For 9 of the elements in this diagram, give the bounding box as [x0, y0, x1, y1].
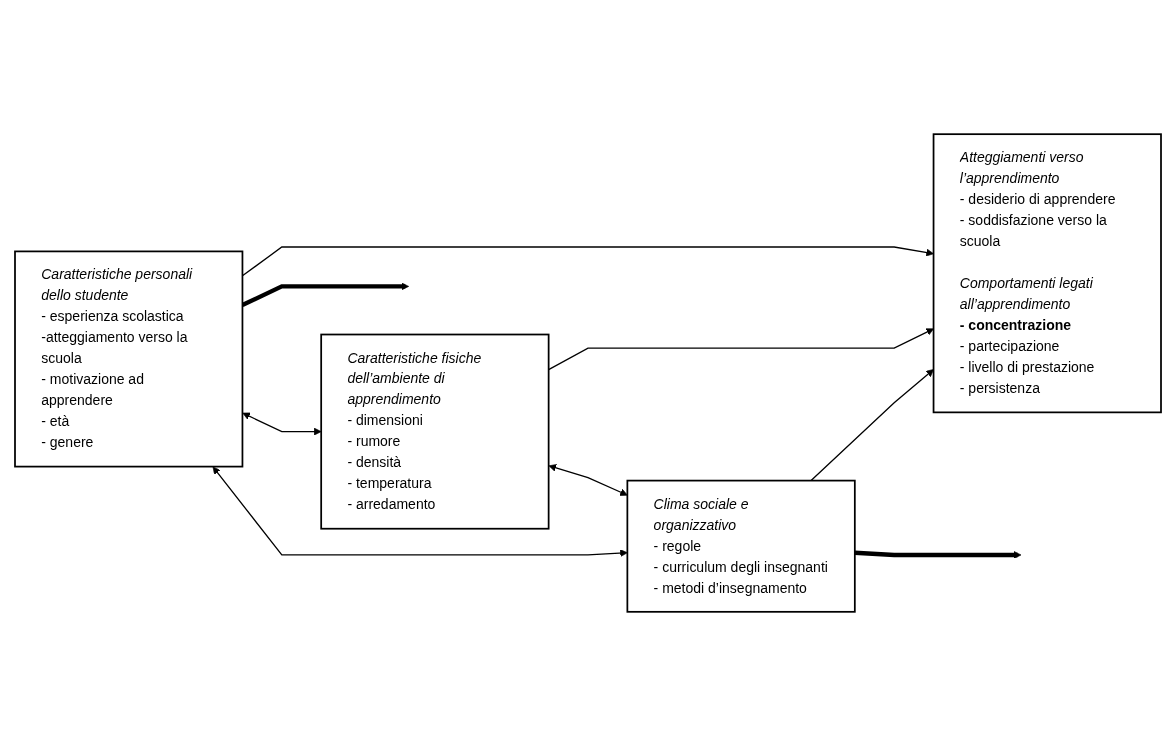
- arrow: [548, 464, 628, 496]
- arrow: [242, 412, 322, 436]
- node-box: Caratteristiche personali dello studente - esperienza scolastica -atteggiamento verso la scuola - motivazione ad apprendere - età - genere: [14, 250, 244, 468]
- node-box: Clima sociale e organizzativo - regole - curriculum degli insegnanti - metodi d’insegnamento: [626, 479, 856, 613]
- arrow: [810, 369, 934, 482]
- node-box: Atteggiamenti verso l’apprendimento - desiderio di apprendere - soddisfazione verso la scuola Comportamenti legati all’apprendimento - concentrazione - partecipazione - livello di prestazione - persistenza: [932, 133, 1162, 414]
- node-box: Caratteristiche fisiche dell’ambiente di apprendimento - dimensioni - rumore - densità - temperatura - arredamento: [320, 333, 550, 530]
- arrow: [854, 550, 1022, 559]
- arrow: [212, 466, 628, 557]
